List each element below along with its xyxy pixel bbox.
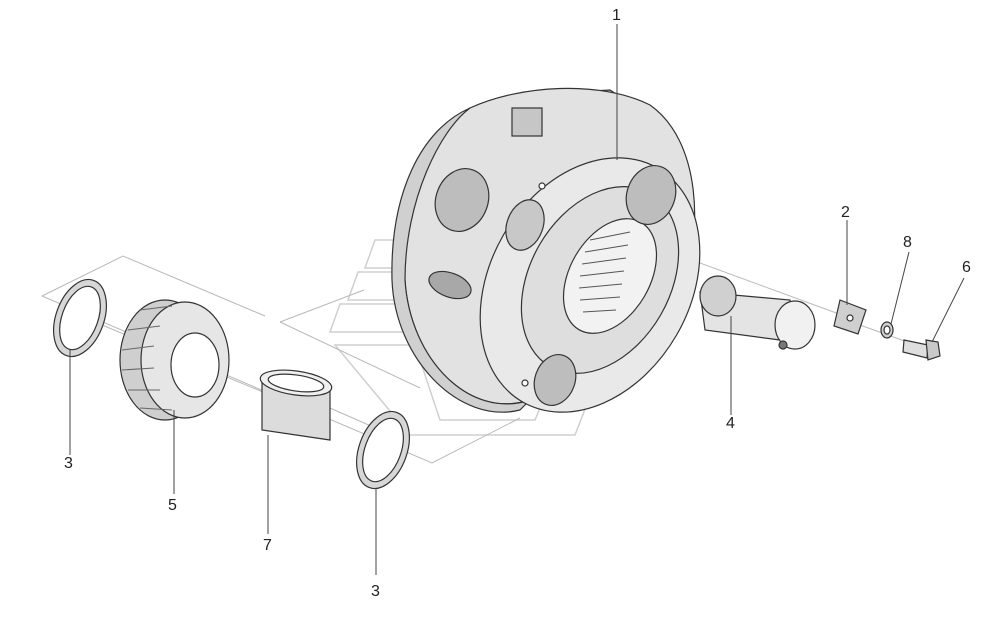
callout-labels: 1 2 3 3 4 5 6 7 8 bbox=[64, 7, 971, 600]
washer-icon bbox=[880, 321, 894, 339]
bolt-icon bbox=[902, 339, 941, 361]
axle-pin-icon bbox=[699, 275, 816, 350]
callout-5: 5 bbox=[168, 497, 177, 514]
callout-6: 6 bbox=[962, 259, 971, 276]
bushing-icon bbox=[259, 369, 333, 441]
callout-4: 4 bbox=[726, 415, 735, 432]
lock-plate-icon bbox=[833, 299, 867, 335]
leader-lines bbox=[69, 24, 965, 575]
callout-1: 1 bbox=[612, 7, 621, 24]
callout-2: 2 bbox=[841, 204, 850, 221]
callout-3-center: 3 bbox=[371, 583, 380, 600]
callout-7: 7 bbox=[263, 537, 272, 554]
planet-carrier-icon bbox=[391, 87, 701, 413]
callout-3-left: 3 bbox=[64, 455, 73, 472]
thrust-washer-icon bbox=[53, 278, 107, 358]
planet-gear-icon bbox=[119, 299, 230, 421]
thrust-washer-icon bbox=[356, 410, 410, 490]
callout-8: 8 bbox=[903, 234, 912, 251]
